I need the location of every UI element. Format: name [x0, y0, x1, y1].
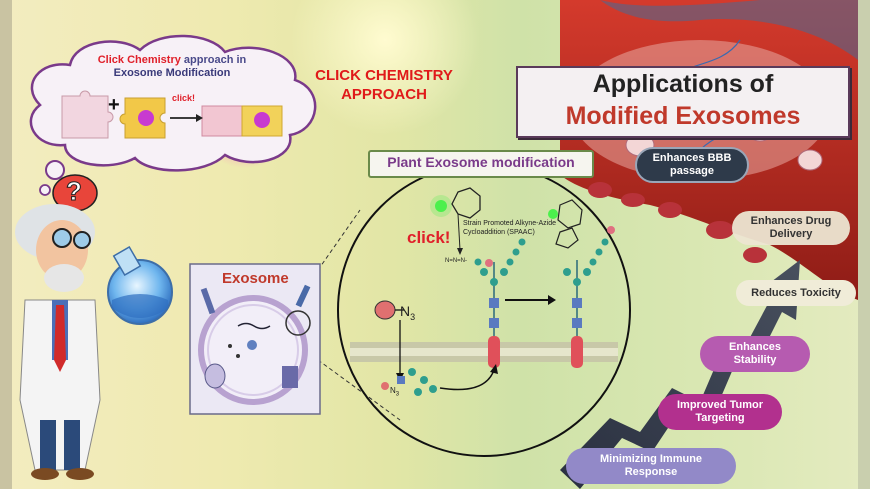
joined-molecule-dot-icon [254, 112, 270, 128]
puzzle-joined-pink-icon [201, 105, 243, 137]
applications-title-box [516, 66, 850, 138]
puzzle-piece-left-icon [61, 90, 114, 139]
thought-cloud [29, 34, 317, 196]
n3-small-label: N3 [390, 386, 399, 398]
membrane-protein-left [488, 336, 500, 368]
plant-click-label: click! [407, 228, 451, 247]
pill-immune-bg [566, 448, 736, 484]
molecule-dot-icon [138, 110, 154, 126]
cloud-click-label: click! [172, 93, 196, 103]
question-mark: ? [66, 176, 83, 207]
pill-bbb-bg [635, 147, 749, 183]
n3-small-symbol: N [390, 386, 396, 395]
benefit-tumor-targeting: Improved Tumor Targeting [677, 399, 763, 424]
pill-stability-bg [700, 336, 810, 372]
plant-exosome-title: Plant Exosome modification [387, 154, 575, 170]
right-border [858, 0, 870, 489]
zoom-line-top [317, 209, 361, 271]
pill-drug-delivery-bg [732, 211, 850, 245]
benefit-stability: Enhances Stability [729, 341, 781, 366]
cloud-title: Click Chemistry approach in Exosome Modi… [72, 54, 272, 80]
scientist-illustration [15, 174, 173, 480]
plus-sign: + [108, 94, 120, 116]
yellow-glow [290, 0, 480, 135]
benefit-toxicity: Reduces Toxicity [751, 287, 841, 299]
n3-label: N3 [400, 303, 415, 322]
benefit-bbb: Enhances BBB passage [652, 152, 732, 177]
triazole-icon [555, 227, 579, 249]
cloud-title-rest: approach in [180, 54, 247, 66]
click-chemistry-line1: CLICK CHEMISTRY [315, 67, 453, 84]
cell-membrane [350, 342, 618, 362]
applications-title-line1: Applications of [592, 70, 774, 98]
growth-arrow-icon [560, 260, 800, 489]
cloud-title-line2: Exosome Modification [113, 67, 231, 79]
green-fluorophore-right [548, 209, 558, 219]
azide-molecule-icon [374, 300, 396, 320]
pill-toxicity-bg [736, 280, 856, 306]
n3-symbol: N [400, 303, 411, 319]
pill-tumor-bg [658, 394, 782, 430]
benefit-immune-response: Minimizing Immune Response [599, 453, 703, 478]
applications-title-line2: Modified Exosomes [565, 102, 801, 130]
glycan-tree-left [474, 238, 526, 336]
n3-small-subscript: 3 [395, 391, 400, 398]
spaac-label: Strain Promoted Alkyne-Azide Cycloadditi… [463, 220, 556, 236]
azide-chain-label: N=N=N- [445, 258, 468, 264]
membrane-protein-right [571, 336, 583, 368]
green-fluorophore-left [435, 200, 447, 212]
cloud-title-highlight: Click Chemistry [97, 54, 181, 66]
click-chemistry-line2: APPROACH [341, 86, 427, 103]
left-border [0, 0, 12, 489]
glycan-tree-right [563, 226, 615, 336]
benefit-drug-delivery: Enhances Drug Delivery [750, 215, 832, 240]
zoom-line-bottom [317, 359, 401, 421]
click-chemistry-title: CLICK CHEMISTRY APPROACH [300, 66, 468, 104]
n3-subscript: 3 [410, 311, 416, 322]
plant-title-box [368, 150, 594, 178]
cyclooctyne-icon [451, 187, 481, 219]
exosome-panel [189, 263, 321, 415]
curved-arrow-icon [439, 369, 495, 391]
exosome-title: Exosome [222, 270, 289, 287]
